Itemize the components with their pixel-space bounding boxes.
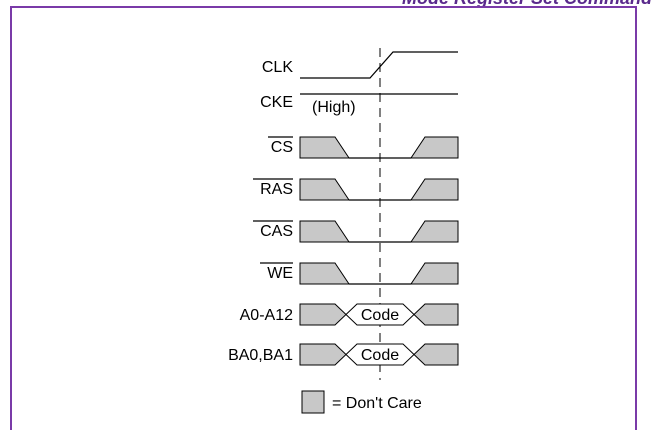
ras-waveform	[299, 178, 459, 201]
page-header: Mode Register Set Command	[0, 0, 656, 8]
signal-label-ras: RAS	[260, 181, 293, 198]
legend-dont-care-label: = Don't Care	[332, 395, 422, 412]
signal-label-a0-a12: A0-A12	[240, 307, 293, 324]
signal-label-cke: CKE	[260, 94, 293, 111]
ba0-ba1-waveform	[299, 343, 459, 366]
clk-waveform	[300, 51, 458, 79]
signal-label-cas: CAS	[260, 223, 293, 240]
a0-a12-waveform	[299, 303, 459, 326]
cas-waveform	[299, 220, 459, 243]
ba0-ba1-bus-value: Code	[361, 347, 399, 364]
signal-label-cs: CS	[271, 139, 293, 156]
legend-dont-care-swatch	[301, 390, 325, 414]
signal-label-ba0-ba1: BA0,BA1	[228, 347, 293, 364]
a0-a12-bus-value: Code	[361, 307, 399, 324]
signal-label-we: WE	[267, 265, 293, 282]
cs-waveform	[299, 136, 459, 159]
header-title: Mode Register Set Command	[402, 0, 652, 8]
signal-label-clk: CLK	[262, 59, 293, 76]
diagram-frame	[10, 6, 637, 430]
we-waveform	[299, 262, 459, 285]
cke-note: (High)	[312, 99, 356, 116]
